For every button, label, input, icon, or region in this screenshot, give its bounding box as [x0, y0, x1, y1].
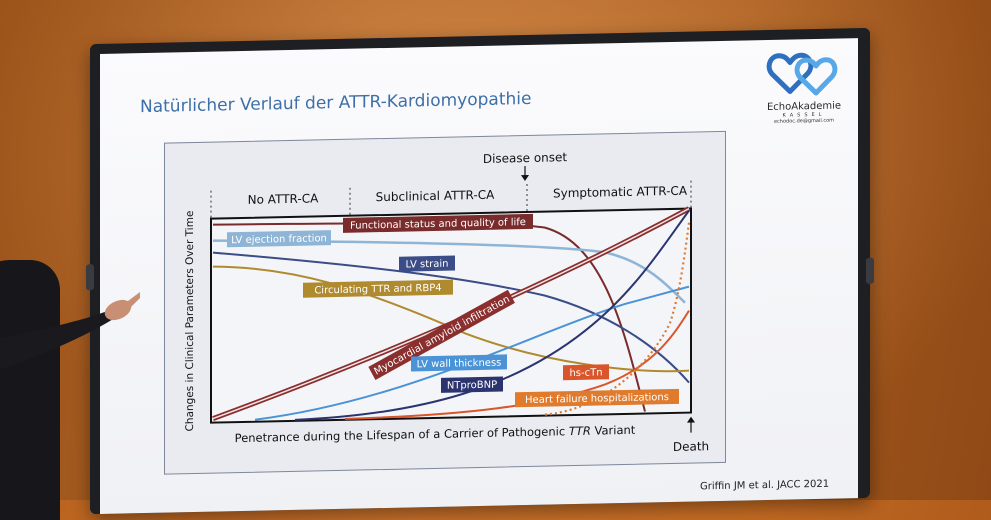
presenter-silhouette — [0, 260, 60, 520]
svg-text:LV strain: LV strain — [406, 259, 449, 271]
phase-label-subclinical: Subclinical ATTR-CA — [376, 188, 495, 204]
presentation-screen: Natürlicher Verlauf der ATTR-Kardiomyopa… — [100, 38, 858, 514]
label-lv-strain: LV strain — [399, 255, 455, 272]
label-hf-hospitalizations: Heart failure hospitalizations — [515, 388, 679, 408]
svg-text:Circulating TTR and RBP4: Circulating TTR and RBP4 — [314, 283, 441, 297]
label-lv-ejection-fraction: LV ejection fraction — [227, 230, 331, 248]
curve-ntprobnp — [294, 210, 690, 421]
curve-hf-hospitalizations — [544, 222, 691, 416]
label-functional-status: Functional status and quality of life — [343, 213, 533, 233]
hearts-logo-icon — [766, 52, 838, 96]
echoakademie-logo: EchoAkademie KASSEL echodoc.de@gmail.com — [754, 50, 854, 125]
figure-diagram: Disease onset No ATTR-CA Subclinical ATT… — [184, 150, 709, 454]
tv-right-mount — [866, 257, 874, 284]
x-axis-label: Penetrance during the Lifespan of a Carr… — [235, 423, 636, 445]
svg-text:LV ejection fraction: LV ejection fraction — [231, 233, 327, 246]
slide-title: Natürlicher Verlauf der ATTR-Kardiomyopa… — [140, 88, 532, 118]
label-hs-ctn: hs-cTn — [563, 364, 609, 381]
svg-text:hs-cTn: hs-cTn — [569, 367, 602, 379]
natural-history-figure: Disease onset No ATTR-CA Subclinical ATT… — [164, 130, 726, 475]
svg-text:Functional status and quality: Functional status and quality of life — [350, 217, 526, 232]
svg-text:LV wall thickness: LV wall thickness — [417, 358, 502, 371]
logo-email: echodoc.de@gmail.com — [773, 117, 835, 125]
label-lv-wall-thickness: LV wall thickness — [411, 354, 507, 372]
label-circulating-ttr: Circulating TTR and RBP4 — [303, 279, 453, 298]
citation: Griffin JM et al. JACC 2021 — [700, 478, 830, 493]
tv-frame: Natürlicher Verlauf der ATTR-Kardiomyopa… — [86, 27, 874, 515]
death-arrowhead — [687, 416, 695, 423]
disease-onset-label: Disease onset — [483, 150, 568, 166]
curve-circulating-ttr — [212, 265, 690, 373]
label-ntprobnp: NTproBNP — [441, 376, 503, 393]
svg-text:Heart failure hospitalizations: Heart failure hospitalizations — [525, 392, 669, 406]
phase-label-no-attr-ca: No ATTR-CA — [248, 191, 319, 206]
phase-label-symptomatic: Symptomatic ATTR-CA — [553, 184, 688, 201]
presenter-pointing-arm — [0, 292, 140, 370]
curve-lv-wall-thickness — [254, 285, 690, 421]
svg-text:NTproBNP: NTproBNP — [447, 380, 497, 392]
curve-functional-status — [212, 222, 646, 412]
y-axis-label: Changes in Clinical Parameters Over Time — [184, 211, 196, 432]
disease-onset-arrowhead — [521, 174, 529, 182]
death-label: Death — [673, 439, 709, 454]
